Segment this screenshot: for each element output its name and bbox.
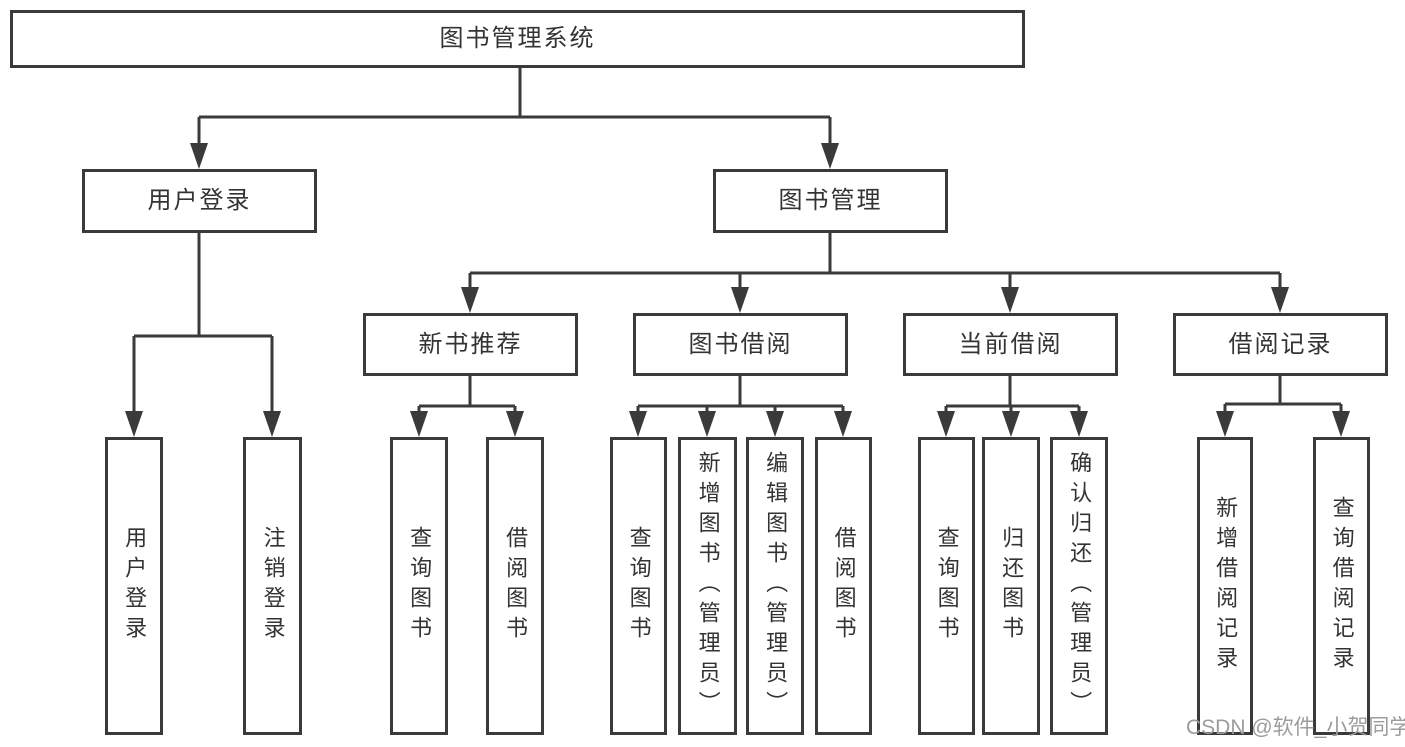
leaf-edit-books-admin: 编辑图书（管理员） [746,437,804,735]
node-current-borrowing-label: 当前借阅 [958,330,1063,358]
node-book-management-label: 图书管理 [778,187,883,214]
leaf-query-books-borrowing-label: 查询图书 [626,526,652,646]
leaf-logout-label: 注销登录 [260,526,286,646]
node-current-borrowing: 当前借阅 [903,313,1118,376]
watermark: CSDN @软件_小贺同学 [1186,716,1405,739]
leaf-query-books-recommend-label: 查询图书 [407,526,433,646]
connector-new-book [417,376,517,431]
node-user-login: 用户登录 [82,169,317,233]
node-book-borrowing: 图书借阅 [633,313,848,376]
leaf-add-borrow-record-label: 新增借阅记录 [1213,496,1239,676]
leaf-borrow-books-recommend: 借阅图书 [486,437,544,735]
connector-book-borrow [636,376,845,431]
node-root: 图书管理系统 [10,10,1025,68]
node-book-borrowing-label: 图书借阅 [688,330,793,358]
leaf-confirm-return-admin: 确认归还（管理员） [1050,437,1108,735]
leaf-query-books-recommend: 查询图书 [390,437,448,735]
node-user-login-label: 用户登录 [147,187,252,214]
leaf-add-borrow-record: 新增借阅记录 [1197,437,1253,735]
leaf-add-books-admin-label: 新增图书（管理员） [695,451,721,721]
leaf-user-login-label: 用户登录 [122,526,148,646]
leaf-borrow-books-borrowing-label: 借阅图书 [831,526,857,646]
leaf-query-books-current: 查询图书 [918,437,975,735]
leaf-query-borrow-record: 查询借阅记录 [1313,437,1370,735]
arrowheads [125,143,1350,437]
leaf-query-books-current-label: 查询图书 [934,526,960,646]
node-borrowing-records: 借阅记录 [1173,313,1388,376]
node-book-management: 图书管理 [713,169,948,233]
leaf-query-borrow-record-label: 查询借阅记录 [1329,496,1355,676]
leaf-return-books: 归还图书 [982,437,1040,735]
connector-borrow-records [1223,376,1343,431]
leaf-return-books-label: 归还图书 [999,526,1025,646]
node-root-label: 图书管理系统 [439,25,596,52]
connector-book-management [468,233,1282,307]
leaf-confirm-return-admin-label: 确认归还（管理员） [1067,451,1093,721]
node-new-book-recommend-label: 新书推荐 [418,330,523,358]
leaf-add-books-admin: 新增图书（管理员） [678,437,737,735]
leaf-user-login: 用户登录 [105,437,163,735]
leaf-logout: 注销登录 [243,437,302,735]
connector-root [197,68,832,163]
leaf-query-books-borrowing: 查询图书 [610,437,667,735]
leaf-borrow-books-recommend-label: 借阅图书 [503,526,529,646]
connector-user-login [132,233,274,431]
leaf-edit-books-admin-label: 编辑图书（管理员） [763,451,789,721]
leaf-borrow-books-borrowing: 借阅图书 [815,437,872,735]
node-borrowing-records-label: 借阅记录 [1228,330,1333,358]
node-new-book-recommend: 新书推荐 [363,313,578,376]
